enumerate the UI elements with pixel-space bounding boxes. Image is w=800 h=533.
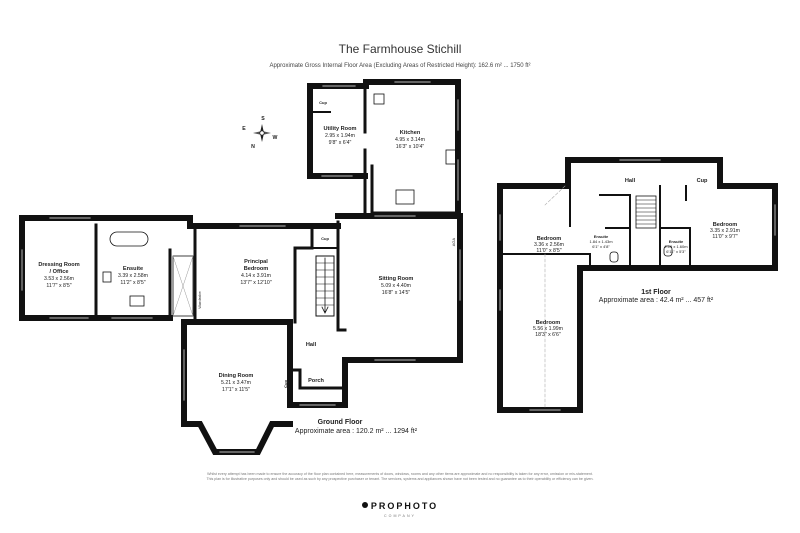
ground-floor-labels: Cup Utility Room 2.95 x 1.94m 9'8" x 6'4… — [38, 100, 456, 435]
utility-room-name: Utility Room — [324, 126, 357, 132]
dining-room-metric: 5.21 x 3.47m — [221, 380, 251, 386]
principal-bedroom-imperial: 13'7" x 12'10" — [240, 280, 271, 286]
utility-room-metric: 2.95 x 1.94m — [325, 133, 355, 139]
disclaimer-line-2: This plan is for illustrative purposes o… — [206, 477, 594, 482]
ensuite-a-imperial: 6'1" x 4'8" — [592, 244, 610, 249]
sitting-room-name: Sitting Room — [379, 276, 414, 282]
compass-n: N — [251, 144, 255, 150]
first-floor-labels: Hall Cup Bedroom 3.36 x 2.56m 11'0" x 8'… — [533, 178, 740, 338]
dressing-room-metric: 3.53 x 2.56m — [44, 276, 74, 282]
first-cup-label: Cup — [697, 178, 708, 184]
sitting-room-imperial: 16'8" x 14'5" — [382, 290, 411, 296]
first-floor-label: 1st Floor — [641, 289, 671, 296]
hall-label: Hall — [306, 342, 317, 348]
principal-bedroom-metric: 4.14 x 3.91m — [241, 273, 271, 279]
cup-utility-label: Cup — [319, 100, 327, 105]
dressing-room-name-1: Dressing Room — [38, 262, 79, 268]
ensuite-b-name: Ensuite — [669, 239, 684, 244]
first-hall-label: Hall — [625, 178, 636, 184]
brand-sub: COMPANY — [384, 514, 416, 518]
principal-bedroom-name-2: Bedroom — [244, 266, 269, 272]
bedroom-c-imperial: 18'3" x 6'6" — [535, 332, 561, 338]
dressing-room-imperial: 11'7" x 8'5" — [46, 283, 71, 289]
principal-bedroom-name-1: Principal — [244, 259, 268, 265]
compass-w: W — [273, 135, 278, 141]
bedroom-b-name: Bedroom — [713, 222, 738, 228]
ensuite-a-name: Ensuite — [594, 234, 609, 239]
cup-dining-label: Cup — [283, 380, 288, 388]
bedroom-c-metric: 5.56 x 1.99m — [533, 326, 563, 332]
ensuite-name: Ensuite — [123, 266, 143, 272]
ensuite-b-metric: 2.10 x 1.60m — [664, 244, 688, 249]
aga-label: AGA — [451, 237, 456, 246]
compass-rose-icon: S N E W — [242, 116, 277, 150]
cup-hall-label: Cup — [321, 236, 329, 241]
sitting-room-metric: 5.09 x 4.40m — [381, 283, 411, 289]
gross-area-subtitle: Approximate Gross Internal Floor Area (E… — [269, 63, 531, 69]
brand-name: PROPHOTO — [370, 501, 439, 511]
brand-dot-icon — [361, 501, 368, 508]
kitchen-imperial: 16'3" x 10'4" — [396, 144, 425, 150]
ground-floor-plan — [19, 79, 463, 455]
dining-room-imperial: 17'1" x 11'5" — [222, 387, 250, 393]
first-floor-area: Approximate area : 42.4 m² ... 457 ft² — [599, 297, 714, 304]
disclaimer: Whilst every attempt has been made to en… — [0, 472, 800, 482]
ensuite-a-metric: 1.84 x 1.43m — [589, 239, 613, 244]
kitchen-metric: 4.95 x 3.14m — [395, 137, 425, 143]
kitchen-name: Kitchen — [400, 130, 421, 136]
compass-s: S — [261, 116, 265, 122]
bedroom-b-imperial: 11'0" x 9'7" — [712, 234, 737, 240]
ensuite-imperial: 11'2" x 8'5" — [120, 280, 145, 286]
utility-room-imperial: 9'8" x 6'4" — [329, 140, 352, 146]
brand-logo: PROPHOTO COMPANY — [0, 496, 800, 518]
bedroom-a-metric: 3.36 x 2.56m — [534, 242, 564, 248]
dining-room-name: Dining Room — [219, 373, 254, 379]
compass-e: E — [242, 126, 246, 132]
page-title: The Farmhouse Stichill — [338, 42, 462, 56]
bedroom-c-name: Bedroom — [536, 320, 561, 326]
ensuite-b-imperial: 6'11" x 5'3" — [666, 249, 686, 254]
porch-label: Porch — [308, 378, 324, 384]
wardrobe-label: Wardrobe — [197, 291, 202, 309]
disclaimer-line-1: Whilst every attempt has been made to en… — [207, 472, 593, 476]
ground-floor-area: Approximate area : 120.2 m² ... 1294 ft² — [295, 428, 418, 435]
bedroom-a-name: Bedroom — [537, 236, 562, 242]
ensuite-metric: 3.39 x 2.58m — [118, 273, 148, 279]
bedroom-a-imperial: 11'0" x 8'5" — [536, 248, 561, 254]
bedroom-b-metric: 3.35 x 2.91m — [710, 228, 740, 234]
dressing-room-name-2: / Office — [50, 269, 69, 275]
first-floor-plan — [497, 157, 778, 413]
brand-name-row: PROPHOTO — [0, 496, 800, 514]
ground-floor-label: Ground Floor — [318, 419, 363, 426]
